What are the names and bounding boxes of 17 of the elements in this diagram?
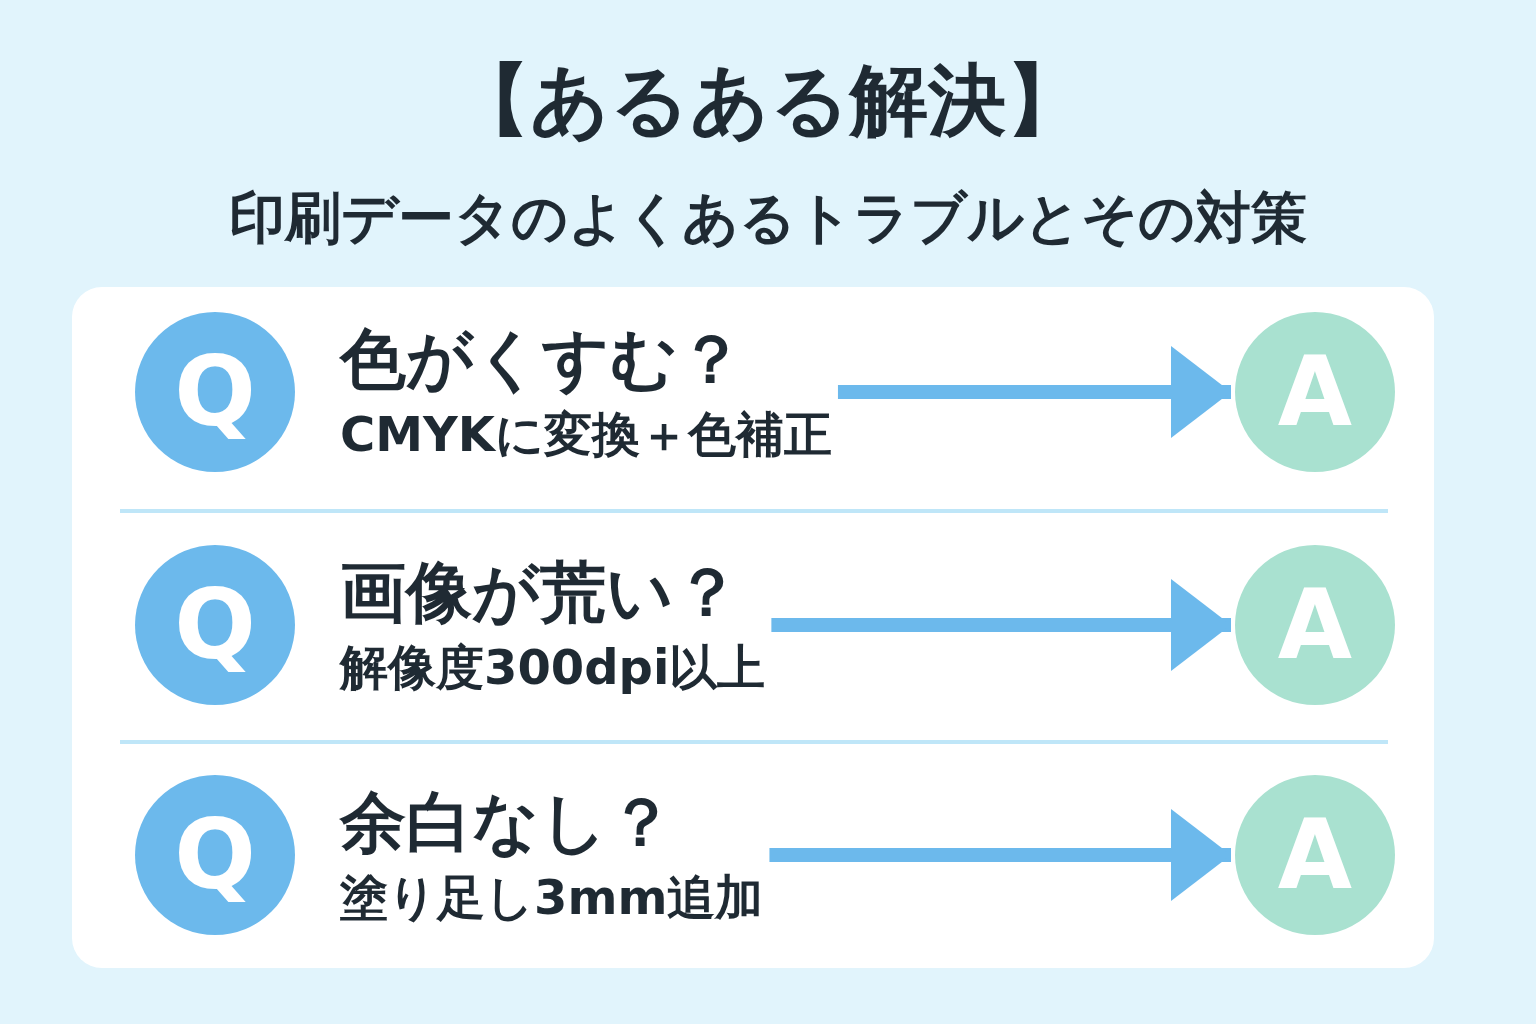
answer-badge: A [1235,545,1395,705]
question-text: 余白なし？ [340,783,675,863]
subtitle: 印刷データのよくあるトラブルとその対策 [228,184,1308,252]
answer-badge: A [1235,775,1395,935]
question-text: 色がくすむ？ [340,320,745,400]
title: 【あるある解決】 [451,54,1085,147]
arrow [769,809,1231,901]
question-badge: Q [135,545,295,705]
question-badge: Q [135,775,295,935]
answer-text: 解像度300dpi以上 [340,638,767,697]
question-text: 画像が荒い？ [340,553,741,633]
answer-text: 塗り足し3mm追加 [340,868,765,927]
arrow [837,346,1231,438]
answer-text: CMYKに変換＋色補正 [340,405,833,464]
arrow [771,579,1231,671]
answer-badge: A [1235,312,1395,472]
question-badge: Q [135,312,295,472]
